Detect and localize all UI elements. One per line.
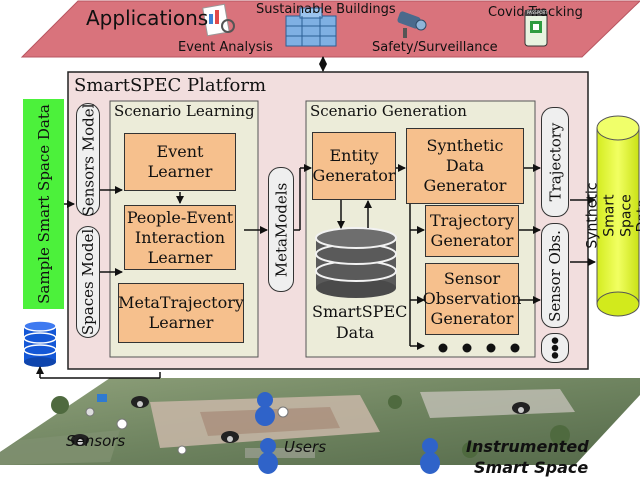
- sensors-model-pill: Sensors Model: [76, 103, 100, 216]
- surveillance-camera-icon: [397, 11, 427, 38]
- sample-data-label: Sample Smart Space Data: [34, 104, 53, 304]
- app-event-analysis: Event Analysis: [178, 40, 273, 55]
- sensor-observation-generator-box: Sensor Observation Generator: [423, 263, 521, 335]
- app-sustainable-buildings: Sustainable Buildings: [256, 2, 396, 17]
- platform-title: SmartSPEC Platform: [74, 75, 267, 96]
- spaces-model-pill: Spaces Model: [76, 226, 100, 338]
- entity-generator-box: Entity Generator: [312, 132, 396, 200]
- metatrajectory-learner-box: MetaTrajectory Learner: [118, 283, 244, 343]
- users-label: Users: [284, 438, 327, 456]
- synthetic-data-cylinder: [596, 115, 640, 317]
- covid-passport-icon: [524, 9, 548, 47]
- user-figures: [255, 392, 440, 474]
- applications-title: Applications: [86, 6, 209, 30]
- sensor-obs-pill: Sensor Obs.: [541, 223, 569, 328]
- scenario-learning-title: Scenario Learning: [114, 102, 255, 120]
- sensor-cameras: [71, 394, 530, 455]
- connector-arrows: [36, 56, 596, 379]
- spaces-model-label: Spaces Model: [79, 228, 98, 336]
- metamodels-pill: MetaModels: [268, 167, 294, 292]
- event-learner-box: Event Learner: [124, 133, 236, 191]
- sample-data-bar: [23, 99, 64, 309]
- synthetic-data-label: Synthetic Smart Space Data: [584, 182, 640, 250]
- people-event-learner-box: People-Event Interaction Learner: [124, 205, 236, 270]
- smart-space-title-line1: Instrumented: [466, 437, 589, 456]
- trajectory-pill: Trajectory: [541, 107, 569, 217]
- more-generators-dots: [438, 343, 520, 353]
- more-dots-icon: [551, 337, 559, 359]
- smartspec-database-icon: [315, 227, 397, 298]
- scenario-generation-title: Scenario Generation: [310, 102, 467, 120]
- event-analysis-icon: [202, 3, 235, 37]
- app-safety-surveillance: Safety/Surveillance: [372, 40, 498, 55]
- more-outputs-pill: [541, 333, 569, 363]
- trajectory-generator-box: Trajectory Generator: [425, 205, 519, 257]
- sensor-obs-label: Sensor Obs.: [546, 229, 565, 322]
- synthetic-data-generator-box: Synthetic Data Generator: [406, 128, 524, 204]
- app-covid-tracking: Covid Tracking: [488, 5, 583, 20]
- smartspec-data-label: SmartSPEC Data: [312, 302, 408, 342]
- sensors-model-label: Sensors Model: [79, 103, 98, 216]
- sensors-label: Sensors: [66, 432, 126, 450]
- trajectory-label: Trajectory: [546, 122, 564, 202]
- metamodels-label: MetaModels: [272, 182, 291, 277]
- building-icon: [285, 7, 337, 47]
- sample-database-icon: [23, 320, 57, 367]
- passport-badge-label: PASSPORT: [527, 10, 548, 15]
- smart-space-title-line2: Smart Space: [474, 458, 589, 477]
